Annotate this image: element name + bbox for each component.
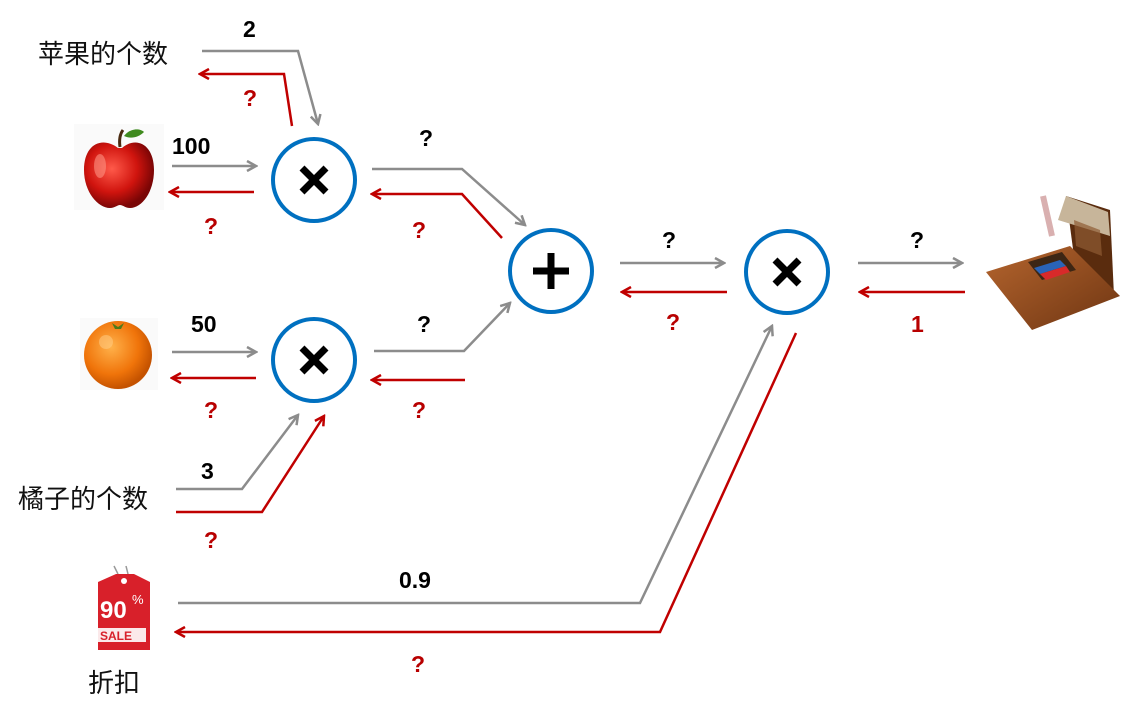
value-output: ?: [910, 227, 924, 253]
label-apple-count: 苹果的个数: [38, 40, 168, 70]
apple-icon: [74, 124, 164, 210]
backward-arrow-apple-count: [200, 74, 294, 127]
gradient-output: 1: [911, 311, 924, 337]
multiply-node-discount: [744, 229, 830, 315]
backward-arrow-apple-total: [372, 194, 503, 239]
add-node: [508, 228, 594, 314]
forward-arrow-apple-count: [202, 49, 318, 124]
sale-tag-icon: 90 % SALE: [96, 565, 150, 650]
forward-arrow-discount: [178, 326, 772, 605]
forward-arrow-orange-total: [374, 303, 510, 353]
value-apple-count: 2: [243, 16, 256, 42]
forward-arrow-apple-total: [372, 167, 525, 225]
backward-arrow-orange-count: [176, 416, 324, 514]
gradient-orange-total: ?: [412, 397, 426, 423]
gradient-sum: ?: [666, 309, 680, 335]
multiply-node-apple: [271, 137, 357, 223]
value-apple-total: ?: [419, 125, 433, 151]
forward-arrow-orange-count: [176, 415, 298, 491]
gradient-orange-price: ?: [204, 397, 218, 423]
sale-tag-text: SALE: [100, 629, 132, 643]
backward-arrow-discount: [176, 332, 798, 632]
value-sum: ?: [662, 227, 676, 253]
label-orange-count: 橘子的个数: [18, 485, 148, 515]
sale-tag-percent: 90: [100, 597, 127, 624]
gradient-apple-total: ?: [412, 217, 426, 243]
gradient-apple-count: ?: [243, 85, 257, 111]
multiply-node-orange: [271, 317, 357, 403]
value-orange-count: 3: [201, 458, 214, 484]
gradient-discount: ?: [411, 651, 425, 677]
label-discount: 折扣: [88, 669, 140, 699]
value-discount: 0.9: [399, 567, 431, 593]
value-orange-price: 50: [191, 311, 217, 337]
gradient-orange-count: ?: [204, 527, 218, 553]
gradient-apple-price: ?: [204, 213, 218, 239]
orange-icon: [80, 318, 158, 390]
wallet-icon: [986, 195, 1120, 330]
svg-text:%: %: [132, 592, 144, 607]
value-orange-total: ?: [417, 311, 431, 337]
value-apple-price: 100: [172, 133, 210, 159]
